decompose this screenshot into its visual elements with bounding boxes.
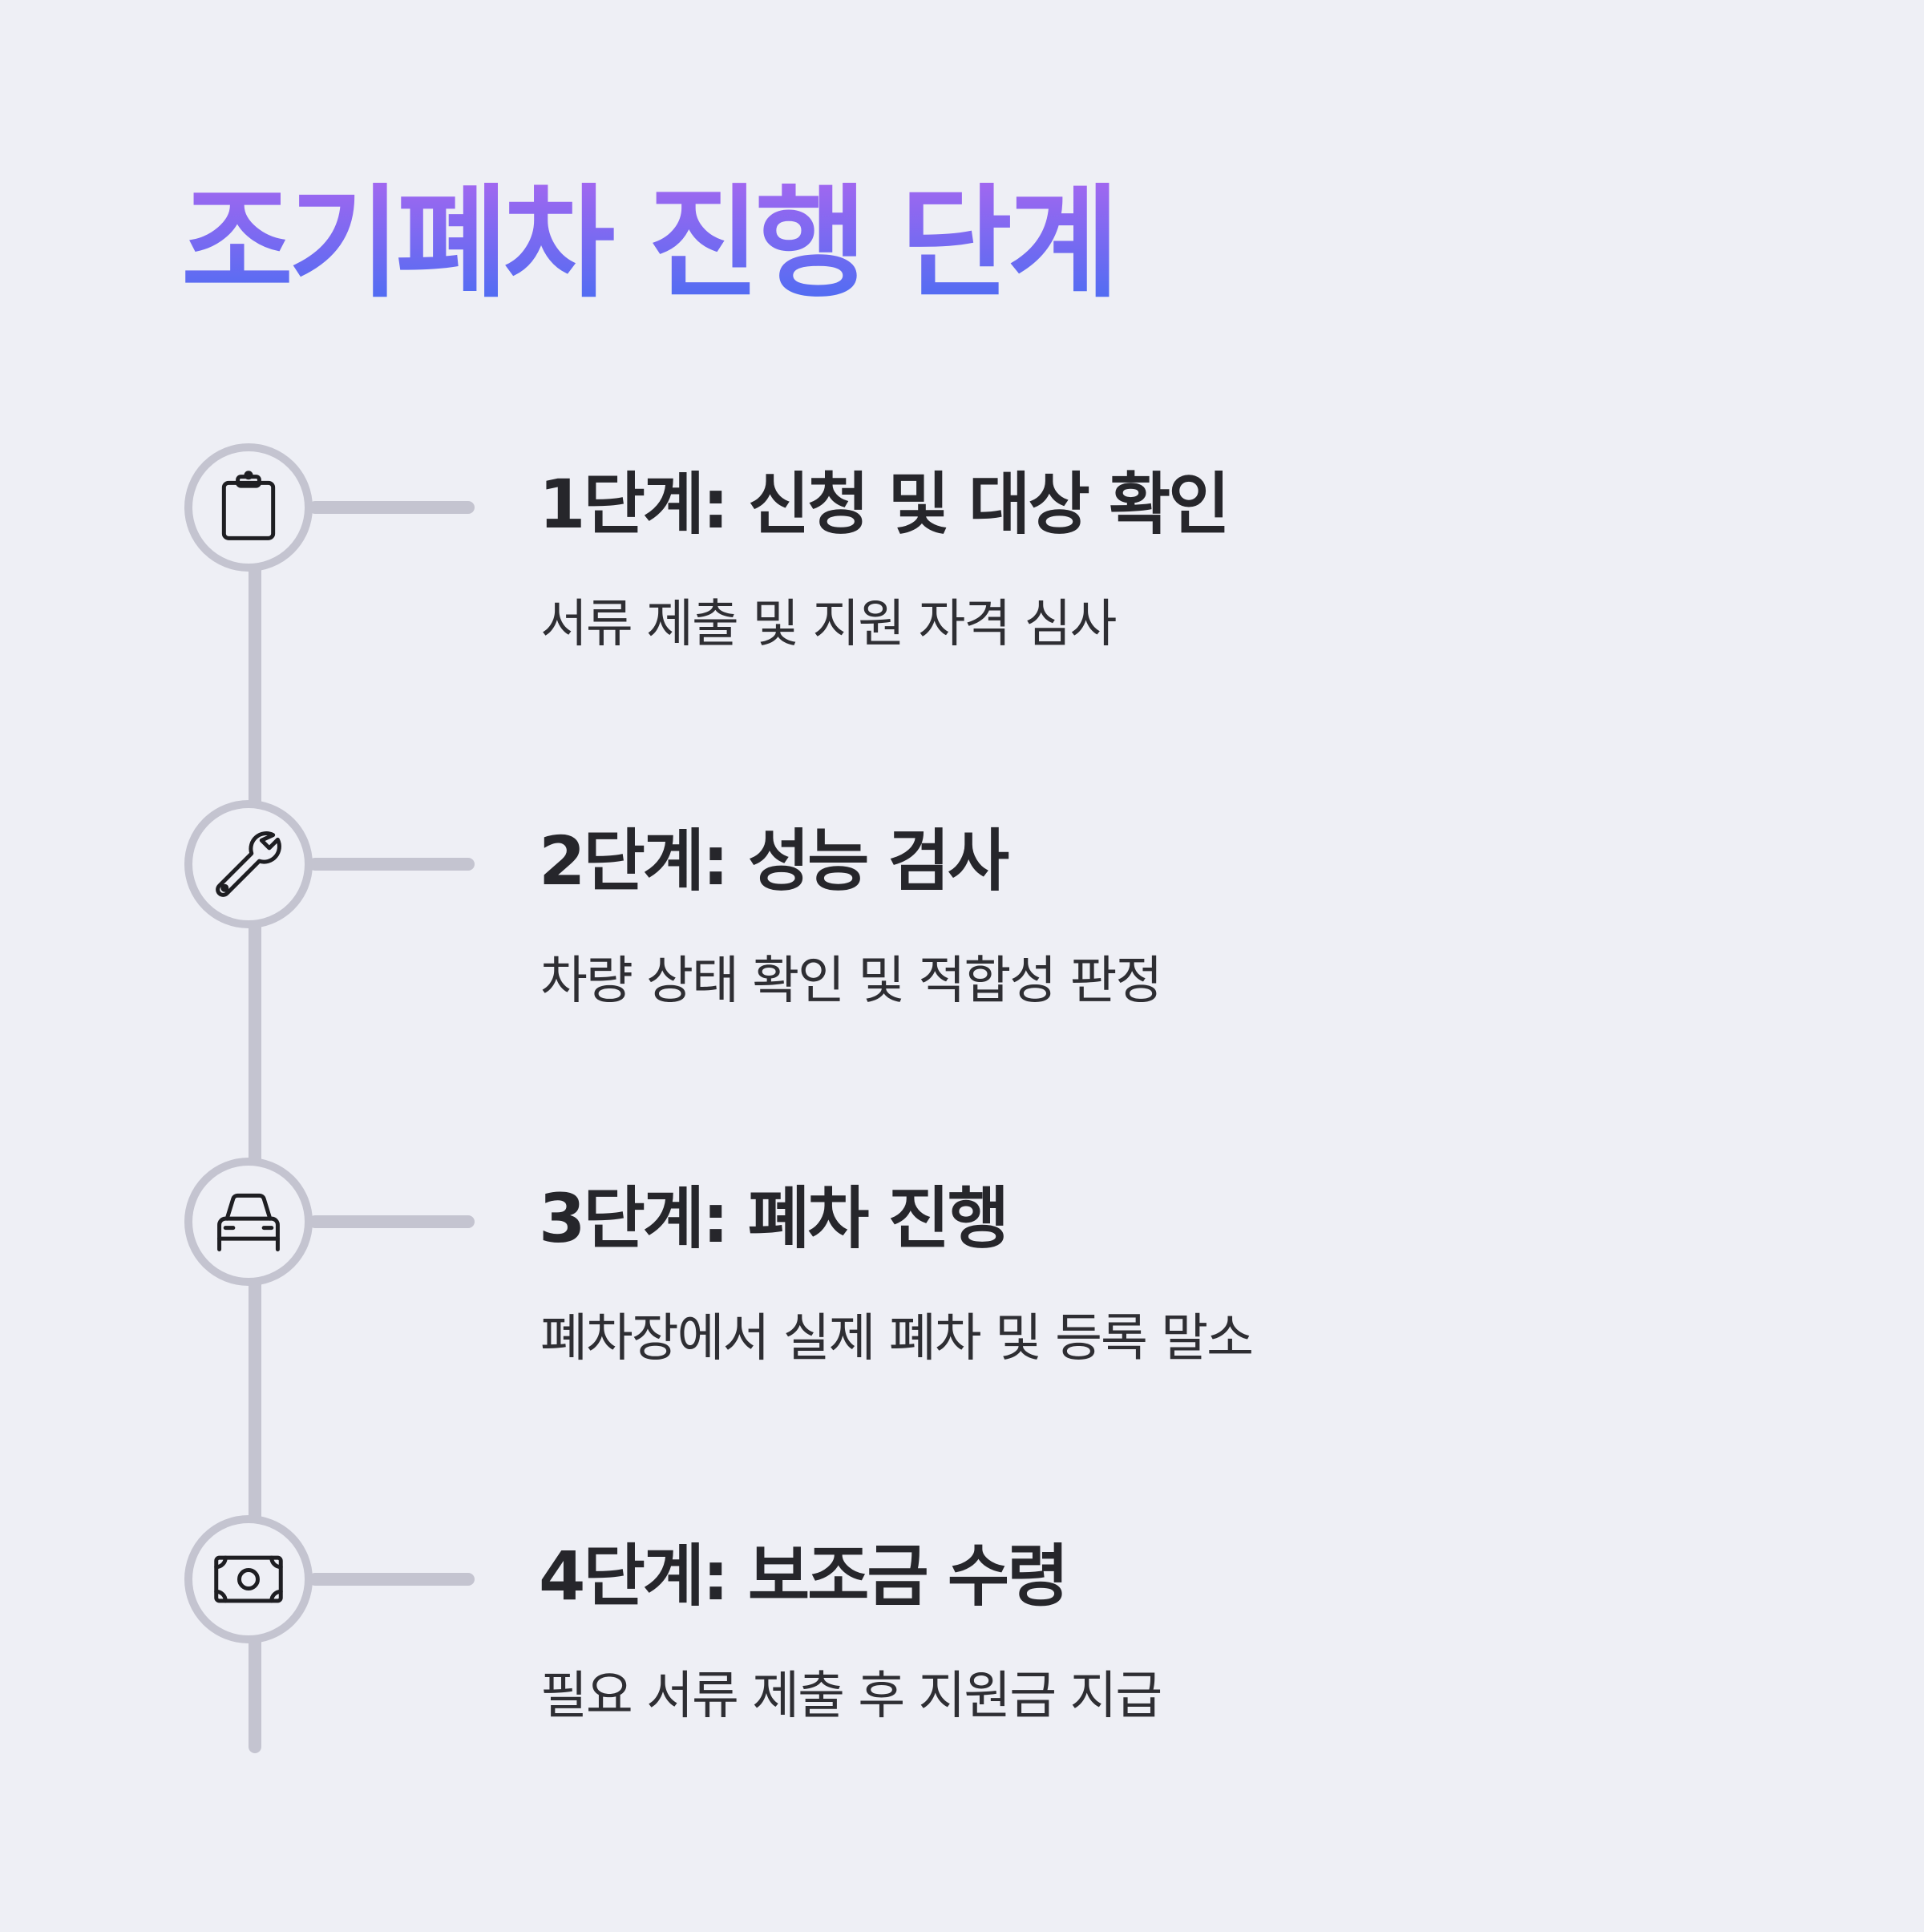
car-icon — [217, 1193, 280, 1251]
step-node — [184, 800, 313, 928]
banknote-icon — [214, 1555, 283, 1603]
step-title: 4단계: 보조금 수령 — [539, 1537, 1069, 1615]
step-connector — [309, 1215, 475, 1228]
timeline-step-3: 3단계: 폐차 진행 폐차장에서 실제 폐차 및 등록 말소 — [0, 1158, 1924, 1382]
timeline-step-4: 4단계: 보조금 수령 필요 서류 제출 후 지원금 지급 — [0, 1515, 1924, 1740]
step-description: 폐차장에서 실제 폐차 및 등록 말소 — [540, 1309, 1254, 1368]
timeline-step-1: 1단계: 신청 및 대상 확인 서류 제출 및 지원 자격 심사 — [0, 443, 1924, 668]
clipboard-icon — [221, 471, 276, 540]
step-description: 차량 상태 확인 및 적합성 판정 — [540, 952, 1162, 1011]
step-connector — [309, 1573, 475, 1586]
wrench-icon — [216, 831, 281, 897]
step-title: 1단계: 신청 및 대상 확인 — [539, 465, 1231, 544]
step-description: 필요 서류 제출 후 지원금 지급 — [540, 1667, 1162, 1726]
step-description: 서류 제출 및 지원 자격 심사 — [540, 595, 1117, 654]
step-title: 2단계: 성능 검사 — [539, 822, 1009, 900]
timeline-step-2: 2단계: 성능 검사 차량 상태 확인 및 적합성 판정 — [0, 800, 1924, 1025]
step-connector — [309, 501, 475, 514]
page-title: 조기폐차 진행 단계 — [181, 172, 1120, 314]
step-title: 3단계: 폐차 진행 — [539, 1179, 1009, 1258]
step-connector — [309, 858, 475, 871]
step-node — [184, 1515, 313, 1643]
step-node — [184, 443, 313, 572]
step-node — [184, 1158, 313, 1286]
